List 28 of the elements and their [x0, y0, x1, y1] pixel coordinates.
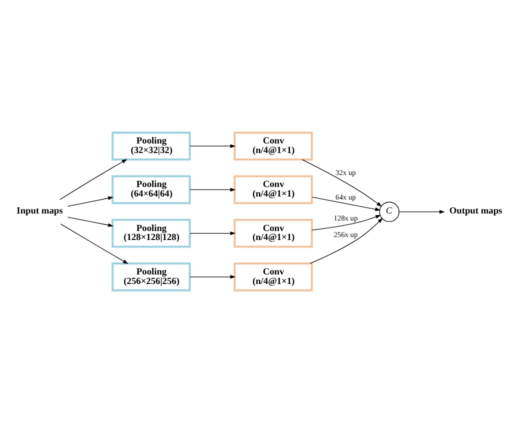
- node-box: Conv (n/4@1×1): [234, 218, 313, 248]
- node-box: Conv (n/4@1×1): [234, 175, 313, 204]
- arrow: [67, 216, 114, 227]
- arrow: [312, 196, 381, 212]
- node-text: Output maps: [449, 206, 502, 217]
- arrow: [59, 159, 128, 200]
- node-text: Input maps: [16, 206, 63, 217]
- arrow: [67, 196, 114, 207]
- arrow: [190, 231, 236, 236]
- edge-label: 64x up: [336, 192, 356, 202]
- edge-label: 32x up: [336, 168, 356, 177]
- arrow: [190, 144, 236, 148]
- node-box: Conv (n/4@1×1): [234, 132, 313, 161]
- arrow: [190, 188, 236, 192]
- node-box: Conv (n/4@1×1): [234, 262, 313, 292]
- node-box: Pooling (64×64|64): [112, 175, 191, 204]
- arrow: [302, 159, 382, 207]
- node-circle: C: [379, 202, 400, 222]
- arrow: [312, 214, 381, 230]
- edge-label: 256x up: [334, 230, 358, 240]
- arrow: [398, 210, 445, 214]
- arrow: [60, 224, 128, 264]
- node-box: Pooling (32×32|32): [112, 132, 191, 161]
- arrow: [310, 218, 383, 264]
- node-box: Pooling (128×128|128): [112, 218, 191, 248]
- edge-label: 128x up: [334, 213, 358, 222]
- node-box: Pooling (256×256|256): [112, 262, 191, 292]
- arrow: [190, 275, 236, 279]
